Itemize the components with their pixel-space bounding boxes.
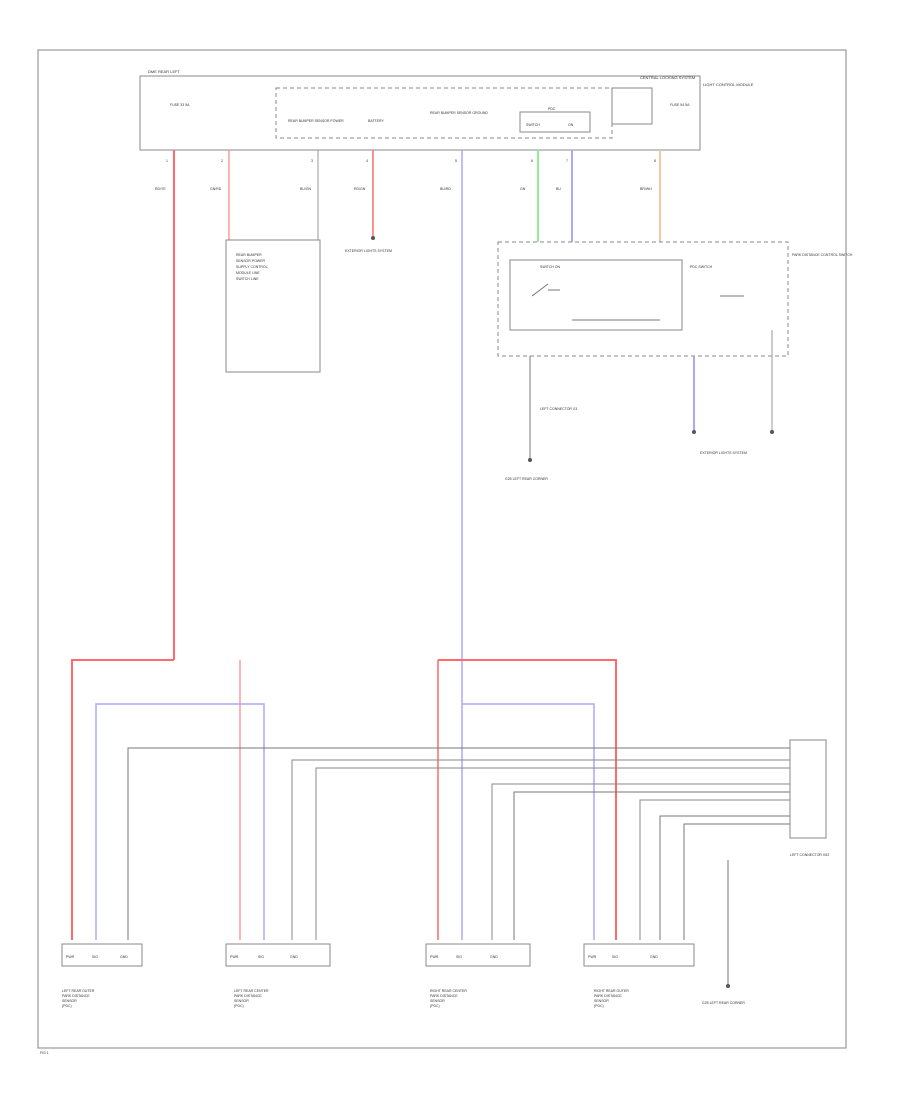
wire-code-6: GN xyxy=(520,187,526,191)
wire-code-4: RD/GN xyxy=(354,187,366,191)
pin-3: 3 xyxy=(311,159,313,163)
wire-code-1: RD/YE xyxy=(155,187,166,191)
diagram-frame xyxy=(37,49,847,1049)
wire-code-7: BU xyxy=(556,187,561,191)
left-small-module: REAR BUMPER SENSOR POWER SUPPLY CONTROL … xyxy=(225,239,321,373)
sensor-4-pin-b: SIG xyxy=(612,955,618,959)
ground-label-a: G25 LEFT REAR CORNER xyxy=(505,477,548,481)
footer-code: FIG 1 xyxy=(40,1051,49,1055)
exterior-lights-label-top: EXTERIOR LIGHTS SYSTEM xyxy=(345,249,392,253)
wire-code-2: GN/RD xyxy=(210,187,222,191)
left-module-line-4: MODULE LINE xyxy=(236,271,260,275)
sensor-1-pin-b: SIG xyxy=(92,955,98,959)
top-module-title: DME REAR LEFT xyxy=(148,69,181,74)
switch-box-right-label: PARK DISTANCE CONTROL SWITCH xyxy=(792,253,853,257)
lower-harness: LEFT CONNECTOR X52 G25 LEFT REAR CORNER xyxy=(71,659,829,1005)
switch-box-label: PDC SWITCH xyxy=(690,265,713,269)
connector-right-label: LEFT CONNECTOR X52 xyxy=(790,853,829,857)
switch-outputs: LEFT CONNECTOR X3 G25 LEFT REAR CORNER E… xyxy=(505,330,774,481)
pin-8: 8 xyxy=(654,159,656,163)
pin-5: 5 xyxy=(455,159,457,163)
sensor-2-pin-a: PWR xyxy=(230,955,239,959)
relay-label: PDC xyxy=(548,107,556,111)
wire-code-8: BR/WH xyxy=(640,187,652,191)
sensor-3-pin-c: GND xyxy=(490,955,498,959)
main-wires xyxy=(173,150,661,940)
wire-code-5: BU/RD xyxy=(440,187,451,191)
left-module-line-1: REAR BUMPER xyxy=(236,253,262,257)
sensor-4-pin-a: PWR xyxy=(588,955,597,959)
top-module-header-right: CENTRAL LOCKING SYSTEM xyxy=(640,75,695,80)
sensor-2-pin-b: SIG xyxy=(258,955,264,959)
left-connector-label: LEFT CONNECTOR X3 xyxy=(540,407,577,411)
sensor-1-pin-a: PWR xyxy=(66,955,75,959)
fuse-label-right: FUSE 54 5A xyxy=(670,103,690,107)
sensor-1-pin-c: GND xyxy=(120,955,128,959)
fuse-label-left: FUSE 33 5A xyxy=(170,103,190,107)
wire-code-3: BU/GN xyxy=(300,187,312,191)
pin-4: 4 xyxy=(366,159,368,163)
switch-box: PDC SWITCH SWITCH ON PARK DISTANCE CONTR… xyxy=(497,241,853,357)
left-module-line-3: SUPPLY CONTROL xyxy=(236,265,268,269)
module-pins: 1 2 3 4 5 6 7 8 xyxy=(166,159,656,163)
pin-1: 1 xyxy=(166,159,168,163)
ground-label-b: G25 LEFT REAR CORNER xyxy=(702,1001,745,1005)
inner-mid-label: BATTERY xyxy=(368,119,384,123)
sensor-3-pin-a: PWR xyxy=(430,955,439,959)
left-module-line-2: SENSOR POWER xyxy=(236,259,265,263)
switch-box-sub: SWITCH ON xyxy=(540,265,560,269)
pin-2: 2 xyxy=(221,159,223,163)
top-module: DME REAR LEFT CENTRAL LOCKING SYSTEM LIG… xyxy=(139,69,754,151)
inner-right-label: REAR BUMPER SENSOR GROUND xyxy=(430,111,488,115)
pin-7: 7 xyxy=(566,159,568,163)
pin-6: 6 xyxy=(531,159,533,163)
exterior-lights-label-right: EXTERIOR LIGHTS SYSTEM xyxy=(700,451,747,455)
left-module-line-5: SWITCH LINE xyxy=(236,277,259,281)
relay-sub-a: SWITCH xyxy=(526,123,540,127)
sensor-2-pin-c: GND xyxy=(290,955,298,959)
relay-sub-b: ON xyxy=(568,123,574,127)
connector-dot-ext xyxy=(371,236,375,240)
sensor-4-pin-c: GND xyxy=(650,955,658,959)
inner-left-label: REAR BUMPER SENSOR POWER xyxy=(288,119,344,123)
sensor-3-pin-b: SIG xyxy=(456,955,462,959)
top-module-side-label: LIGHT CONTROL MODULE xyxy=(703,82,754,87)
wire-codes: RD/YE GN/RD BU/GN RD/GN BU/RD GN BU BR/W… xyxy=(155,187,652,191)
